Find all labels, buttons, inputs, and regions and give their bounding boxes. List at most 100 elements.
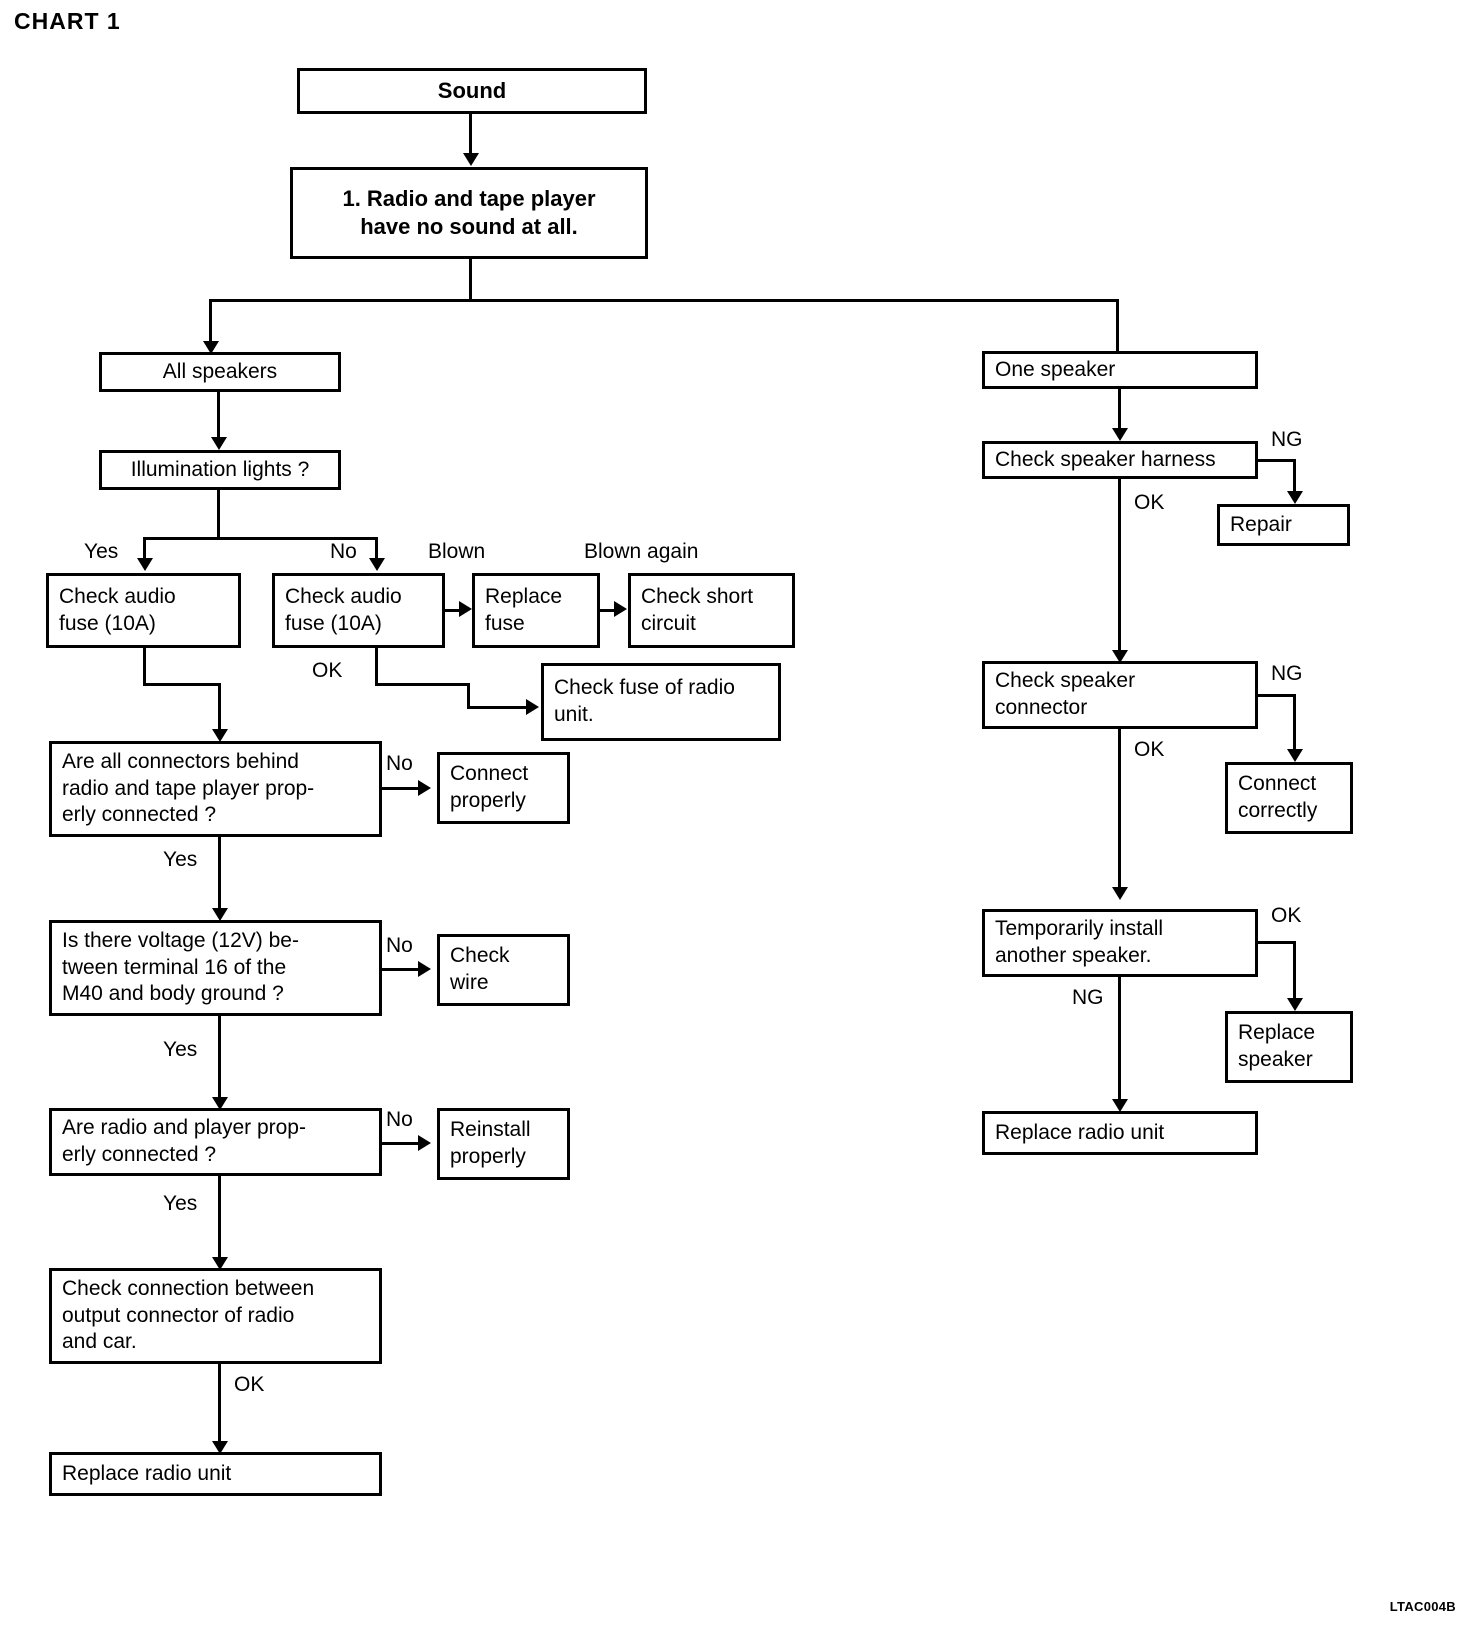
node-check-speaker-harness: Check speaker harness (982, 441, 1258, 479)
edge-label-yes-radio-player: Yes (163, 1192, 198, 1215)
edge-bus-to-all-speakers (209, 299, 212, 346)
edge-label-no-connectors: No (386, 752, 413, 775)
node-sound: Sound (297, 68, 647, 114)
node-replace-radio-left: Replace radio unit (49, 1452, 382, 1496)
edge-label-yes-illum: Yes (84, 540, 119, 563)
edge-onespeaker-to-harness (1118, 389, 1121, 432)
arrowhead-connect-correctly (1287, 749, 1303, 762)
edge-connector-ok-down (1118, 729, 1121, 892)
edge-harness-ng-h (1258, 459, 1296, 462)
edge-harness-ng-v (1293, 459, 1296, 494)
edge-connector-ng-h (1258, 694, 1296, 697)
arrowhead-replace-radio-left (212, 1441, 228, 1454)
edge-allspeakers-to-illum (217, 392, 220, 438)
arrowhead-temp-install (1112, 887, 1128, 900)
edge-label-ng-temp: NG (1072, 986, 1104, 1009)
arrowhead-check-wire (418, 961, 431, 977)
arrowhead-connect-properly (418, 780, 431, 796)
edge-radio-player-yes-down (218, 1176, 221, 1262)
arrowhead-check-radio-fuse (526, 699, 539, 715)
edge-label-ok-harness: OK (1134, 491, 1165, 514)
edge-label-yes-connectors: Yes (163, 848, 198, 871)
node-reinstall-properly: Reinstall properly (437, 1108, 570, 1180)
edge-temp-ok-h (1258, 941, 1296, 944)
edge-bus-to-one-speaker (1116, 299, 1119, 354)
edge-label-no-radio-player: No (386, 1108, 413, 1131)
edge-harness-ok-down (1118, 479, 1121, 655)
page-title: CHART 1 (14, 8, 121, 34)
arrowhead-check-harness (1112, 428, 1128, 441)
node-replace-radio-right: Replace radio unit (982, 1111, 1258, 1155)
edge-fuseyes-to-trunk (143, 683, 221, 686)
arrowhead-reinstall-properly (418, 1135, 431, 1151)
edge-nofuse-to-replacefuse (445, 609, 466, 612)
node-check-connection: Check connection between output connecto… (49, 1268, 382, 1364)
node-one-speaker: One speaker (982, 351, 1258, 389)
edge-label-blown-again: Blown again (584, 540, 699, 563)
node-check-fuse-no: Check audio fuse (10A) (272, 573, 445, 648)
edge-label-ok-fuse: OK (312, 659, 343, 682)
edge-replacefuse-to-checkshort (600, 609, 621, 612)
arrowhead-replace-speaker (1287, 998, 1303, 1011)
document-code: LTAC004B (1389, 1599, 1456, 1614)
node-check-wire: Check wire (437, 934, 570, 1006)
edge-split-bus (209, 299, 1119, 302)
edge-radio-player-no (382, 1142, 422, 1145)
node-radio-player-question: Are radio and player prop- erly connecte… (49, 1108, 382, 1176)
arrowhead-replace-fuse (459, 601, 472, 617)
arrowhead-illum (211, 437, 227, 450)
edge-label-no-voltage: No (386, 934, 413, 957)
node-connect-properly: Connect properly (437, 752, 570, 824)
node-check-short: Check short circuit (628, 573, 795, 648)
edge-connector-ng-v (1293, 694, 1296, 752)
arrowhead-voltage-q (212, 908, 228, 921)
node-temp-install: Temporarily install another speaker. (982, 909, 1258, 977)
edge-label-yes-voltage: Yes (163, 1038, 198, 1061)
edge-connectors-yes-down (218, 837, 221, 913)
arrowhead-repair (1287, 491, 1303, 504)
edge-label-ok-connection: OK (234, 1373, 265, 1396)
edge-ok-h1 (375, 683, 470, 686)
node-check-radio-fuse: Check fuse of radio unit. (541, 663, 781, 741)
edge-sound-to-symptom (469, 114, 472, 158)
edge-illum-bus (143, 537, 378, 540)
arrowhead-connectors-q (212, 729, 228, 742)
edge-label-ok-connector: OK (1134, 738, 1165, 761)
edge-label-ok-temp: OK (1271, 904, 1302, 927)
arrowhead-radio-player-q (212, 1097, 228, 1110)
node-symptom: 1. Radio and tape player have no sound a… (290, 167, 648, 259)
arrowhead-no-fuse (369, 558, 385, 571)
edge-illum-no (375, 537, 378, 563)
edge-connection-ok-down (218, 1364, 221, 1446)
edge-label-no-illum: No (330, 540, 357, 563)
edge-temp-ok-v (1293, 941, 1296, 1001)
node-check-fuse-yes: Check audio fuse (10A) (46, 573, 241, 648)
edge-connectors-no (382, 787, 422, 790)
edge-label-ng-harness: NG (1271, 428, 1303, 451)
arrowhead-yes-fuse (137, 558, 153, 571)
arrowhead-sound-to-symptom (463, 153, 479, 166)
edge-label-blown: Blown (428, 540, 486, 563)
arrowhead-check-short (614, 601, 627, 617)
edge-trunk-to-connectors (218, 683, 221, 731)
node-replace-fuse: Replace fuse (472, 573, 600, 648)
edge-temp-ng-down (1118, 977, 1121, 1104)
edge-label-ng-connector: NG (1271, 662, 1303, 685)
edge-symptom-down (469, 259, 472, 301)
edge-fuseyes-down (143, 648, 146, 686)
arrowhead-check-connection (212, 1257, 228, 1270)
edge-ok-h2 (467, 706, 532, 709)
node-repair: Repair (1217, 504, 1350, 546)
node-voltage-question: Is there voltage (12V) be- tween termina… (49, 920, 382, 1016)
arrowhead-check-speaker-connector (1112, 650, 1128, 663)
node-all-speakers: All speakers (99, 352, 341, 392)
node-connectors-question: Are all connectors behind radio and tape… (49, 741, 382, 837)
edge-ok-v1 (467, 683, 470, 709)
arrowhead-replace-radio-right (1112, 1099, 1128, 1112)
node-connect-correctly: Connect correctly (1225, 762, 1353, 834)
node-check-speaker-connector: Check speaker connector (982, 661, 1258, 729)
edge-voltage-yes-down (218, 1016, 221, 1102)
edge-nofuse-ok-down (375, 648, 378, 686)
node-replace-speaker: Replace speaker (1225, 1011, 1353, 1083)
